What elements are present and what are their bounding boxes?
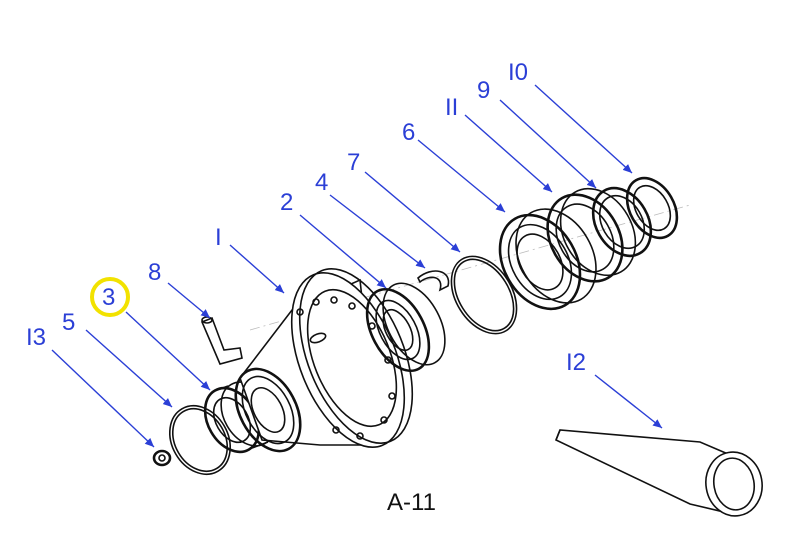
part-5-ring: [169, 405, 231, 475]
callout-9: 9: [477, 77, 490, 104]
callout-11: II: [445, 94, 458, 121]
part-8-fitting: [200, 316, 243, 365]
part-4-clip: [417, 270, 450, 292]
part-13-nut: [152, 449, 172, 467]
callout-4: 4: [315, 169, 328, 196]
callout-8: 8: [148, 259, 161, 286]
part-12-tube: [554, 429, 763, 517]
callout-1: I: [215, 224, 222, 251]
callout-5: 5: [62, 309, 75, 336]
callout-labels: I 2 3 4 5 6 7 8 9 I0 II I2 I3: [26, 59, 586, 376]
callout-12: I2: [566, 349, 586, 376]
highlight-circle: [90, 277, 130, 317]
diagram-caption: A-11: [387, 489, 436, 516]
part-10-ring: [625, 176, 679, 240]
callout-3: 3: [102, 284, 115, 311]
callout-2: 2: [280, 189, 293, 216]
part-9-ring: [591, 186, 653, 258]
callout-6: 6: [402, 119, 415, 146]
part-2-bearing: [365, 282, 446, 373]
callout-13: I3: [26, 324, 46, 351]
part-11-seal: [546, 187, 637, 283]
callout-7: 7: [347, 149, 360, 176]
leader-arrows: [51, 84, 663, 448]
part-6-bearing: [498, 208, 597, 311]
part-7-ring: [450, 255, 518, 335]
callout-10: I0: [508, 59, 528, 86]
